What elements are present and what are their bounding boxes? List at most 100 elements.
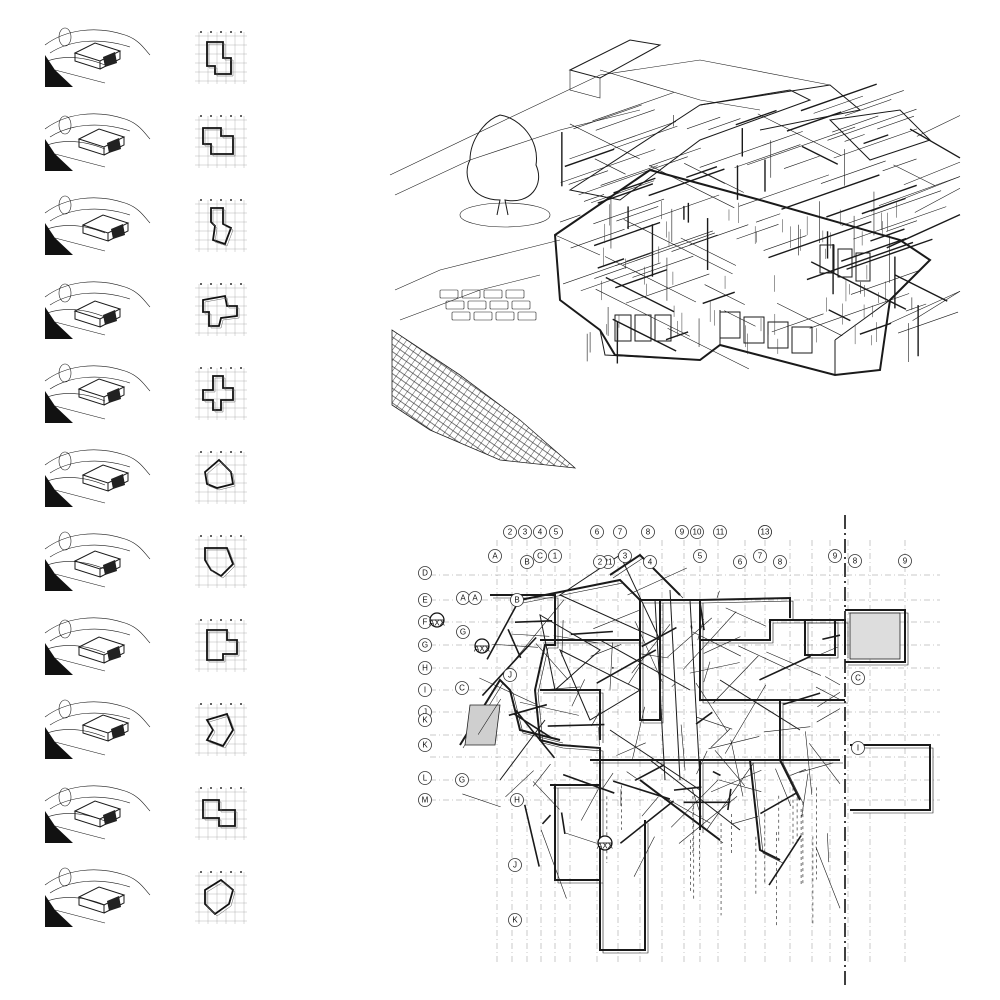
iteration-axo-4 xyxy=(44,281,151,339)
grid-bubble-inner-K-6: K xyxy=(418,713,432,727)
grid-bubble-inner-J-9: J xyxy=(508,858,522,872)
svg-text:B: B xyxy=(524,558,529,567)
svg-text:I: I xyxy=(857,744,859,753)
svg-text:C: C xyxy=(537,552,543,561)
grid-bubble-top-8b: 8 xyxy=(848,554,862,568)
svg-text:7: 7 xyxy=(618,528,623,537)
svg-text:3: 3 xyxy=(523,528,528,537)
grid-bubble-top2-5: 5 xyxy=(693,549,707,563)
grid-bubble-inner-K-10: K xyxy=(508,913,522,927)
iteration-axo-2 xyxy=(44,113,151,171)
grid-bubble-top2-2: 2 xyxy=(593,555,607,569)
iteration-axonometrics-column xyxy=(44,27,151,927)
grid-bubble-top2-8: 8 xyxy=(773,555,787,569)
main-floor-plan: 2345678910111213ABC21123456789DEFGHIJKLM… xyxy=(418,515,940,985)
iteration-axo-7 xyxy=(44,531,151,591)
svg-text:5: 5 xyxy=(554,528,559,537)
svg-text:6: 6 xyxy=(595,528,600,537)
grid-bubble-inner-G-7: G xyxy=(455,773,469,787)
svg-text:C: C xyxy=(855,674,861,683)
svg-text:K: K xyxy=(422,741,428,750)
svg-text:4: 4 xyxy=(538,528,543,537)
iteration-axo-5 xyxy=(44,363,151,423)
svg-text:L: L xyxy=(423,774,428,783)
grid-bubble-left-H: H xyxy=(418,661,432,675)
svg-text:13: 13 xyxy=(761,528,770,537)
iteration-axo-6 xyxy=(44,449,151,507)
grid-bubble-top2-C: C xyxy=(533,549,547,563)
grid-bubble-top-2: 2 xyxy=(503,525,517,539)
svg-text:5: 5 xyxy=(698,552,703,561)
svg-text:J: J xyxy=(508,671,512,680)
grid-bubble-top-5: 5 xyxy=(549,525,563,539)
iteration-axo-9 xyxy=(44,699,151,759)
svg-text:7: 7 xyxy=(758,552,763,561)
iteration-plan-2 xyxy=(195,115,247,168)
svg-text:AXX: AXX xyxy=(429,619,446,628)
grid-bubble-top-6: 6 xyxy=(590,525,604,539)
svg-text:AXX: AXX xyxy=(474,645,491,654)
grid-bubble-top2-A: A xyxy=(488,549,502,563)
svg-text:8: 8 xyxy=(853,557,858,566)
svg-text:K: K xyxy=(512,916,518,925)
svg-text:J: J xyxy=(423,708,427,717)
grid-bubble-left-G: G xyxy=(418,638,432,652)
grid-bubble-top-10: 10 xyxy=(690,525,704,539)
svg-text:G: G xyxy=(459,776,465,785)
iteration-plan-3 xyxy=(195,199,247,252)
svg-text:B: B xyxy=(514,596,519,605)
section-marker-3: AXX xyxy=(474,638,491,654)
svg-text:11: 11 xyxy=(716,528,725,537)
grid-bubble-top2-6: 6 xyxy=(733,555,747,569)
grid-bubble-inner-A-1: A xyxy=(468,591,482,605)
svg-text:AXX: AXX xyxy=(597,842,614,851)
svg-text:C: C xyxy=(459,684,465,693)
svg-text:H: H xyxy=(514,796,520,805)
svg-text:D: D xyxy=(422,569,428,578)
grid-bubble-inner-J-5: J xyxy=(503,668,517,682)
iteration-plan-10 xyxy=(195,787,247,840)
grid-bubble-left-E: E xyxy=(418,593,432,607)
svg-text:10: 10 xyxy=(693,528,702,537)
grid-bubble-top2-4: 4 xyxy=(643,555,657,569)
grid-bubble-top-11: 11 xyxy=(713,525,727,539)
svg-text:9: 9 xyxy=(680,528,685,537)
grid-bubble-top-3: 3 xyxy=(518,525,532,539)
grid-bubble-top-8: 8 xyxy=(641,525,655,539)
grid-bubble-top2-7: 7 xyxy=(753,549,767,563)
svg-text:F: F xyxy=(423,618,428,627)
svg-text:M: M xyxy=(422,796,429,805)
grid-bubble-top2-9: 9 xyxy=(828,549,842,563)
grid-bubble-top-7: 7 xyxy=(613,525,627,539)
grid-bubble-top-4: 4 xyxy=(533,525,547,539)
tree-outline xyxy=(466,114,540,216)
iteration-axo-11 xyxy=(44,867,151,927)
iteration-axo-3 xyxy=(44,195,151,255)
iteration-plan-1 xyxy=(195,31,247,84)
iteration-axo-8 xyxy=(44,617,151,675)
iteration-axo-1 xyxy=(44,27,151,87)
grid-bubble-top2-3: 3 xyxy=(618,549,632,563)
svg-text:21: 21 xyxy=(604,558,613,567)
grid-bubble-top-9: 9 xyxy=(675,525,689,539)
svg-text:E: E xyxy=(422,596,427,605)
grid-bubble-top-13: 13 xyxy=(758,525,772,539)
svg-text:9: 9 xyxy=(903,557,908,566)
grid-bubble-inner-C-4: C xyxy=(455,681,469,695)
iteration-plan-5 xyxy=(195,367,247,420)
section-marker-1: AXX xyxy=(429,612,446,628)
svg-text:H: H xyxy=(422,664,428,673)
grid-bubble-inner-H-8: H xyxy=(510,793,524,807)
svg-text:1: 1 xyxy=(553,552,558,561)
grid-bubble-left-I: I xyxy=(418,683,432,697)
grid-bubble-top-9: 9 xyxy=(898,554,912,568)
iteration-plans-column xyxy=(195,31,247,924)
grid-bubble-top2-1: 1 xyxy=(548,549,562,563)
main-axonometric-drawing xyxy=(389,39,961,469)
svg-text:J: J xyxy=(513,861,517,870)
svg-text:G: G xyxy=(460,628,466,637)
svg-text:8: 8 xyxy=(646,528,651,537)
svg-text:I: I xyxy=(424,686,426,695)
svg-text:G: G xyxy=(422,641,428,650)
